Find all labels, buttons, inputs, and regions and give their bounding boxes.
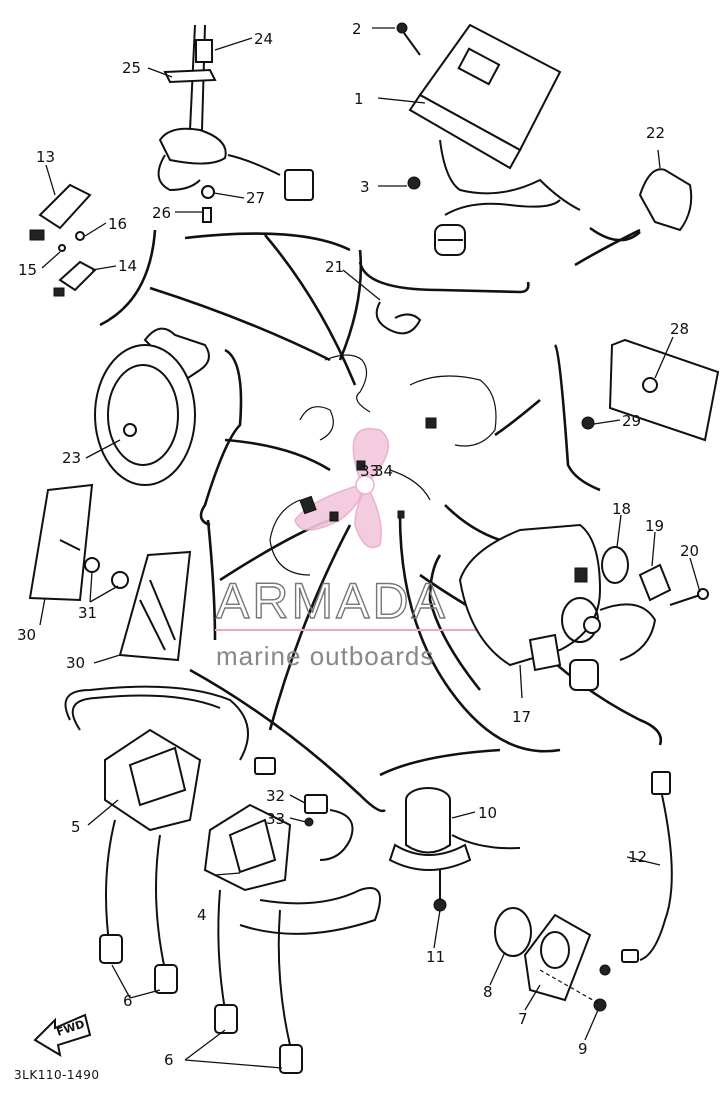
fwd-arrow: FWD bbox=[33, 1013, 92, 1058]
callout-24: 24 bbox=[254, 30, 273, 48]
starter-relay-part-10 bbox=[388, 787, 521, 912]
callout-23: 23 bbox=[62, 449, 81, 467]
rectifier-part-7 bbox=[523, 913, 592, 1002]
leader-lines bbox=[39, 27, 701, 1069]
ignition-coil-part-5 bbox=[64, 685, 249, 832]
callout-20: 20 bbox=[680, 542, 699, 560]
relay-part-22 bbox=[638, 168, 693, 232]
callout-25: 25 bbox=[122, 59, 141, 77]
reflector-part-30-upper bbox=[28, 483, 94, 602]
callout-6a: 6 bbox=[123, 992, 133, 1010]
callout-7: 7 bbox=[518, 1010, 528, 1028]
watermark: ARMADA marine outboards bbox=[215, 427, 510, 671]
callout-31: 31 bbox=[78, 604, 97, 622]
spark-plug-leads-part-6 bbox=[99, 819, 303, 1074]
reflector-part-30-lower bbox=[118, 550, 192, 662]
bolt-part-20 bbox=[669, 588, 709, 606]
callout-6b: 6 bbox=[164, 1051, 174, 1069]
callout-1: 1 bbox=[354, 90, 364, 108]
bushing-part-18 bbox=[601, 546, 629, 584]
o-ring-part-8 bbox=[494, 907, 532, 957]
callout-28: 28 bbox=[670, 320, 689, 338]
starter-motor-part-17 bbox=[458, 523, 657, 691]
callout-32: 32 bbox=[266, 787, 285, 805]
watermark-subtitle: marine outboards bbox=[216, 641, 434, 671]
horn-part-23 bbox=[94, 327, 210, 486]
callout-17: 17 bbox=[512, 708, 531, 726]
callout-numbers: 1 2 3 4 5 6 6 6 7 8 9 10 11 12 13 14 15 … bbox=[17, 20, 699, 1069]
clip-part-21 bbox=[375, 301, 422, 335]
switch-part-13 bbox=[29, 183, 92, 252]
callout-16: 16 bbox=[108, 215, 127, 233]
callout-11: 11 bbox=[426, 948, 445, 966]
callout-5: 5 bbox=[71, 818, 81, 836]
sensor-lead-part-12 bbox=[599, 771, 673, 976]
callout-19: 19 bbox=[645, 517, 664, 535]
callout-22: 22 bbox=[646, 124, 665, 142]
callout-30b: 30 bbox=[66, 654, 85, 672]
callout-14: 14 bbox=[118, 257, 137, 275]
fuel-sender-part-24 bbox=[157, 24, 314, 223]
callout-27: 27 bbox=[246, 189, 265, 207]
callout-18: 18 bbox=[612, 500, 631, 518]
diagram-code: 3LK110-1490 bbox=[14, 1068, 99, 1082]
callout-29: 29 bbox=[622, 412, 641, 430]
callout-30a: 30 bbox=[17, 626, 36, 644]
bolt-part-9 bbox=[539, 969, 607, 1012]
section-separators bbox=[99, 226, 663, 813]
propeller-logo bbox=[294, 427, 389, 549]
center-mark-33: 33 bbox=[360, 462, 379, 480]
callout-26: 26 bbox=[152, 204, 171, 222]
callout-12: 12 bbox=[628, 848, 647, 866]
callout-8: 8 bbox=[483, 983, 493, 1001]
callout-10: 10 bbox=[478, 804, 497, 822]
switch-part-14 bbox=[53, 260, 97, 297]
ignition-coil-part-4 bbox=[203, 803, 381, 935]
frame-outline: 33 34 bbox=[269, 354, 497, 576]
callout-21: 21 bbox=[325, 258, 344, 276]
callout-2: 2 bbox=[352, 20, 362, 38]
callout-13: 13 bbox=[36, 148, 55, 166]
collar-part-19 bbox=[638, 563, 672, 602]
center-mark-34: 34 bbox=[374, 462, 393, 480]
watermark-brand: ARMADA bbox=[216, 573, 448, 629]
screw-part-2 bbox=[396, 22, 421, 56]
callout-33: 33 bbox=[266, 810, 285, 828]
cdi-unit-part-1 bbox=[407, 23, 581, 256]
reflector-part-28 bbox=[581, 338, 720, 442]
callout-9: 9 bbox=[578, 1040, 588, 1058]
callout-15: 15 bbox=[18, 261, 37, 279]
callout-4: 4 bbox=[197, 906, 207, 924]
callout-3: 3 bbox=[360, 178, 370, 196]
